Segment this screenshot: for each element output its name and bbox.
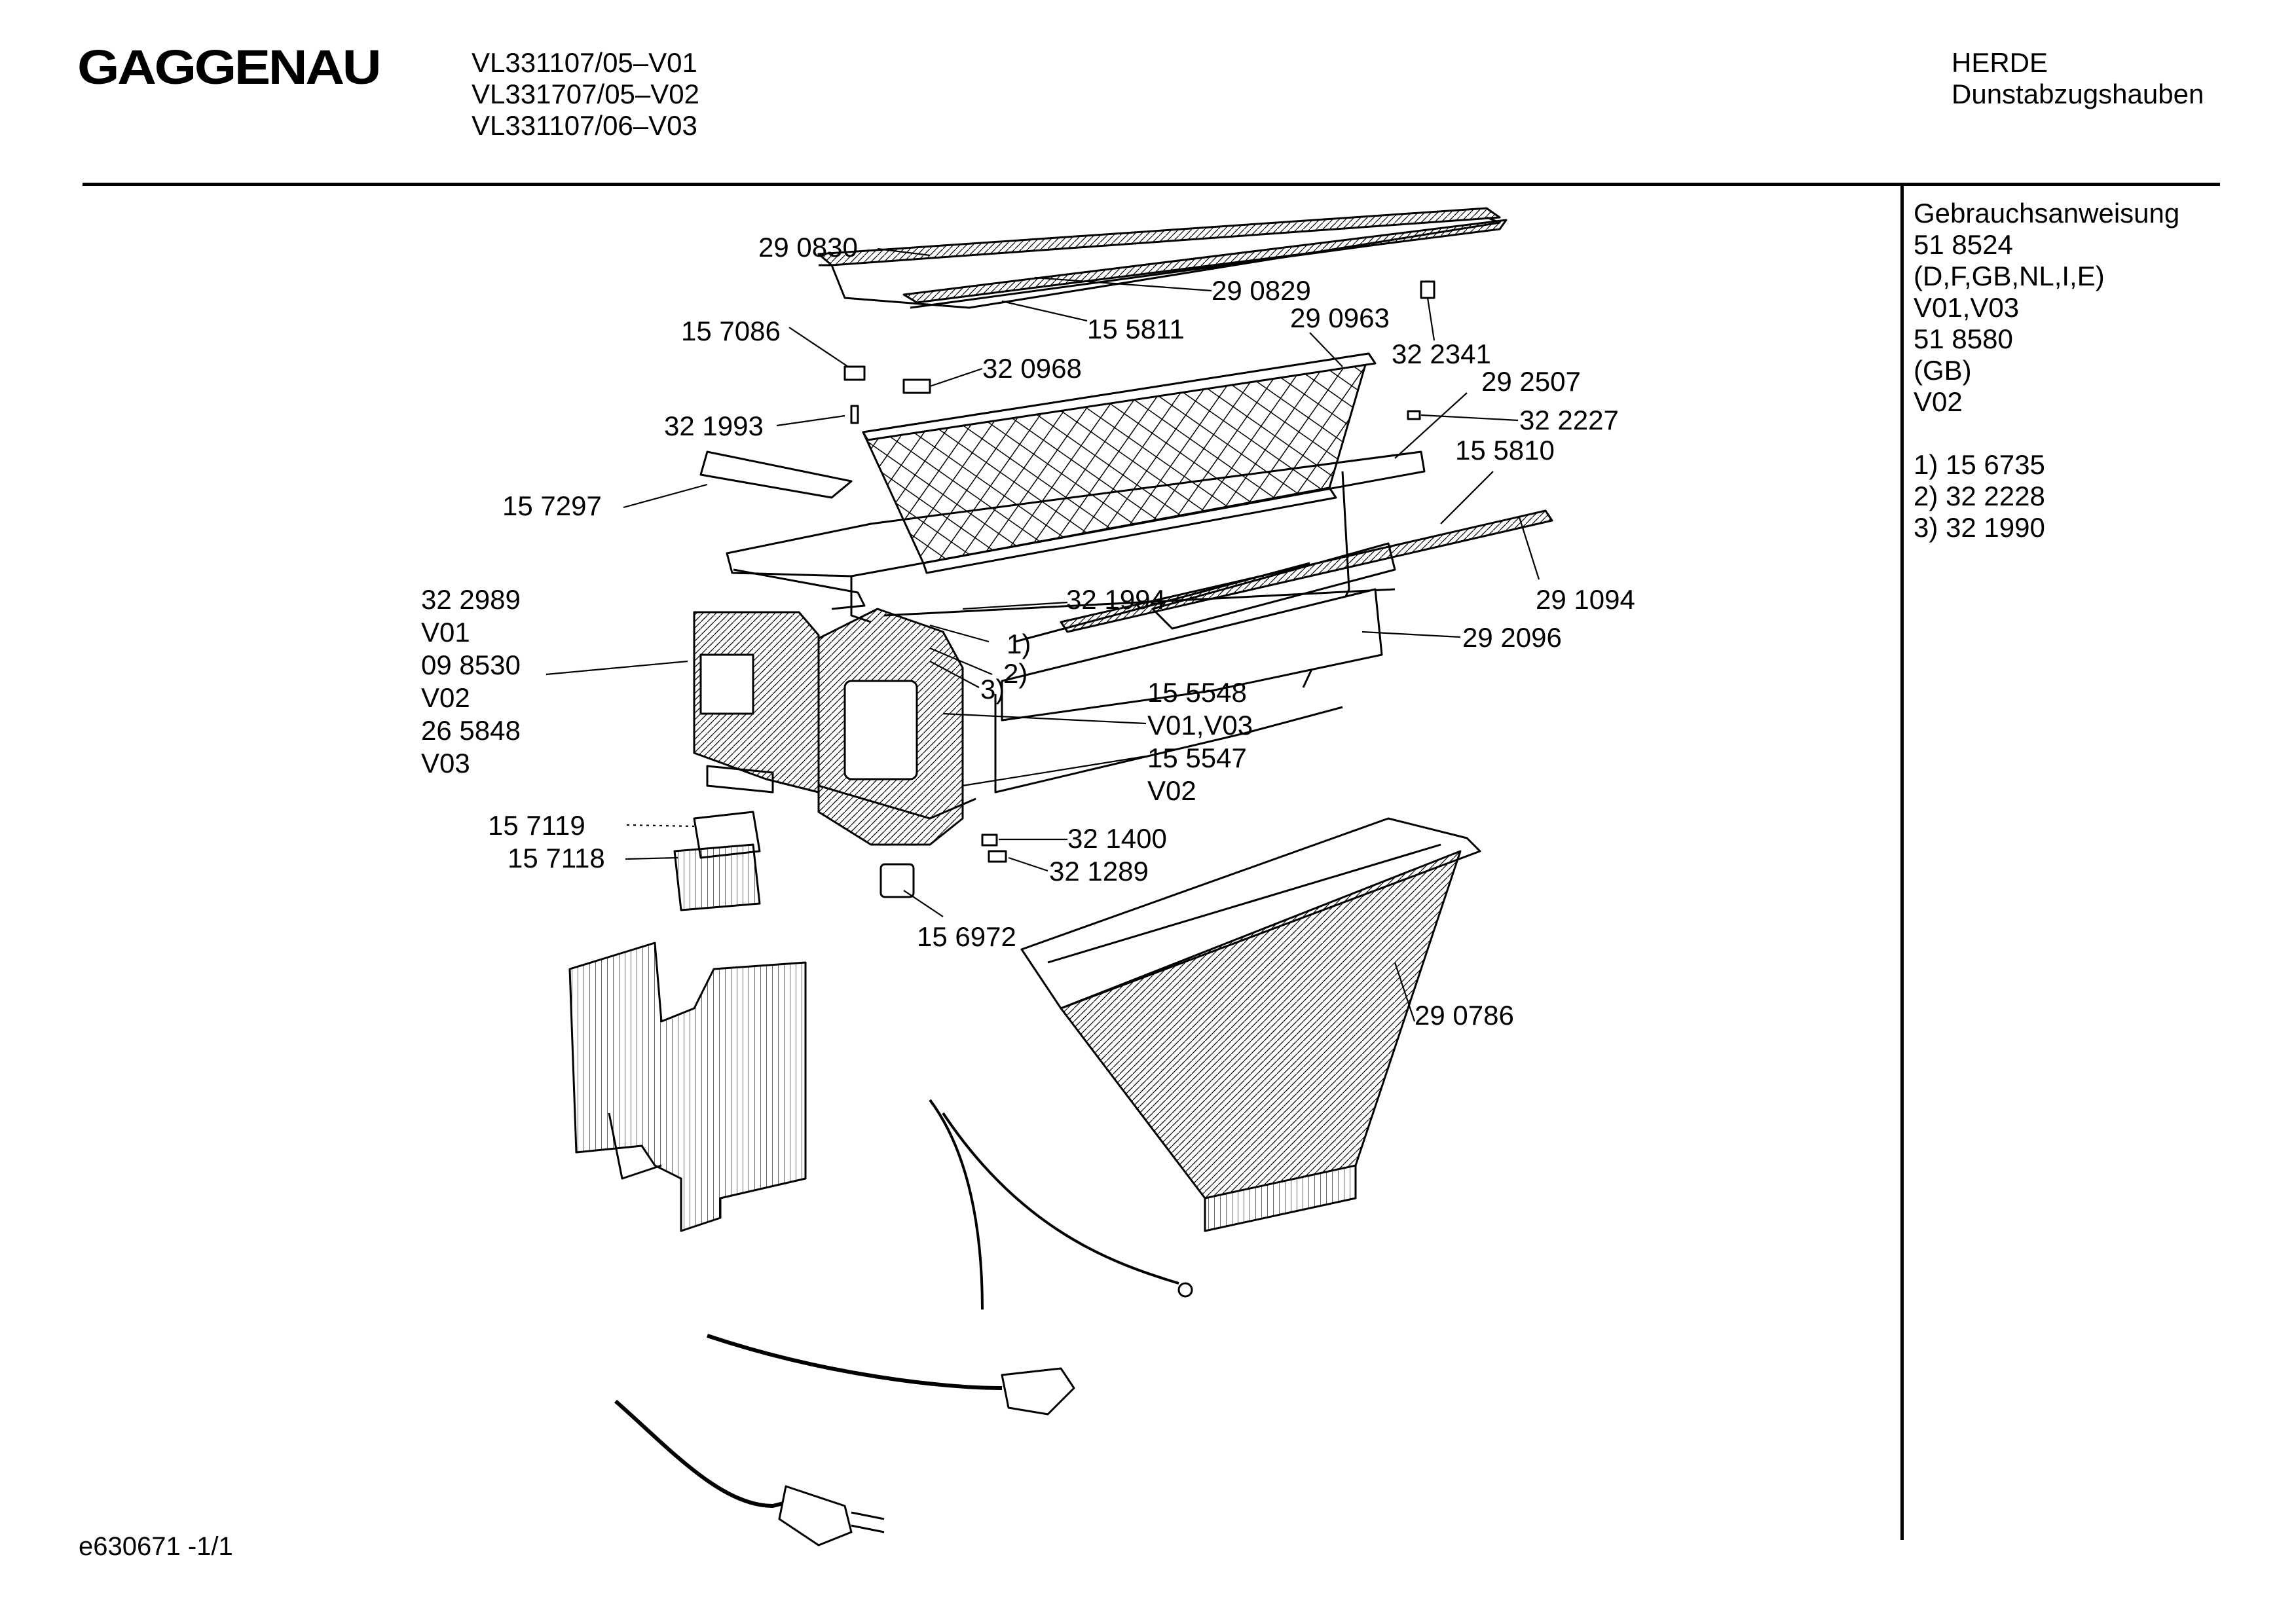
callout-label: 32 0968 — [982, 353, 1082, 384]
callout-label: 26 5848 — [421, 715, 521, 746]
callout-label: 32 1289 — [1049, 856, 1149, 887]
leader-line — [1426, 297, 1435, 341]
model-number: VL331107/05–V01 — [472, 47, 697, 78]
callout-label: 1) — [1007, 629, 1031, 659]
callout-label: 09 8530 — [421, 650, 521, 680]
model-number: VL331107/06–V03 — [472, 110, 697, 141]
leader-line — [1034, 276, 1212, 292]
callout-label: 15 6972 — [917, 921, 1016, 952]
cover-panel-shape — [817, 207, 1508, 309]
sidebar-line: (GB) — [1914, 355, 1972, 386]
sidebar-line: 3) 32 1990 — [1914, 512, 2045, 543]
callout-label: 32 2989 — [421, 584, 521, 615]
leader-line — [1001, 300, 1088, 322]
brand-logo: GAGGENAU — [77, 40, 382, 94]
callout-label: V02 — [421, 682, 470, 713]
leader-lines — [546, 247, 1540, 1022]
leader-line — [962, 601, 1068, 610]
callout-label: 15 5548 — [1147, 677, 1247, 708]
callout-label: 32 1994 — [1066, 584, 1166, 615]
callout-label: 29 0830 — [758, 232, 858, 263]
callout-label: 15 7297 — [502, 490, 602, 521]
category-subtitle: Dunstabzugshauben — [1952, 79, 2204, 109]
callout-label: 29 2096 — [1462, 622, 1562, 653]
leader-line — [623, 483, 708, 509]
header-divider — [83, 183, 2220, 186]
sidebar-line: Gebrauchsanweisung — [1914, 198, 2180, 229]
callout-label: V01,V03 — [1147, 710, 1253, 741]
cable-shape — [614, 1099, 1193, 1547]
leader-line — [776, 414, 845, 427]
model-number: VL331707/05–V02 — [472, 79, 699, 109]
leader-line — [1309, 332, 1343, 367]
callout-label: 32 1993 — [664, 411, 764, 441]
callout-label: 32 2341 — [1392, 339, 1491, 369]
leader-line — [1394, 392, 1468, 459]
relay-module-shape — [673, 811, 761, 911]
category-title: HERDE — [1952, 47, 2048, 78]
callout-label: 29 0963 — [1290, 302, 1390, 333]
callout-label: 3) — [980, 674, 1005, 705]
callout-label: 15 5811 — [1087, 314, 1185, 344]
sidebar-line: 51 8524 — [1914, 229, 2013, 260]
callout-label: V01 — [421, 617, 470, 648]
leader-line — [1361, 631, 1461, 638]
leader-line — [942, 712, 1147, 725]
callout-label: 29 0829 — [1212, 275, 1311, 306]
leader-line — [625, 856, 678, 860]
small-parts-shape — [699, 280, 1435, 898]
leader-line — [877, 247, 931, 257]
callout-label: 15 5810 — [1455, 435, 1555, 466]
model-list: VL331107/05–V01 VL331707/05–V02 VL331107… — [472, 47, 699, 141]
sidebar-notes: Gebrauchsanweisung 51 8524 (D,F,GB,NL,I,… — [1914, 198, 2179, 543]
exhaust-duct-shape — [1020, 817, 1481, 1232]
sidebar-line: V02 — [1914, 386, 1963, 417]
sidebar-line: 1) 15 6735 — [1914, 449, 2045, 480]
leader-line — [1008, 856, 1048, 872]
callout-label: 29 0786 — [1415, 1000, 1514, 1031]
sidebar-line: (D,F,GB,NL,I,E) — [1914, 261, 2105, 291]
callout-label: 15 7119 — [488, 810, 585, 841]
callout-label: V02 — [1147, 775, 1196, 806]
leader-line — [626, 824, 695, 828]
leader-line — [929, 624, 990, 643]
leader-line — [1518, 517, 1540, 580]
sidebar-line: 51 8580 — [1914, 323, 2013, 354]
callout-label: V03 — [421, 748, 470, 779]
leader-line — [903, 890, 944, 917]
callout-label: 2) — [1003, 658, 1028, 689]
leader-line — [546, 660, 688, 676]
sidebar-divider — [1900, 183, 1904, 1540]
callout-label: 29 1094 — [1536, 584, 1635, 615]
leader-line — [788, 327, 849, 367]
housing-frame-shape — [726, 450, 1553, 688]
leader-line — [962, 755, 1147, 787]
leader-line — [1420, 414, 1519, 422]
callout-label: 15 5547 — [1147, 742, 1247, 773]
motor-shape — [817, 608, 976, 846]
leader-line — [929, 661, 980, 688]
leader-line — [929, 367, 983, 388]
document-code: e630671 -1/1 — [79, 1532, 233, 1561]
callout-label: 15 7086 — [681, 316, 781, 346]
leader-line — [1440, 471, 1494, 524]
callout-label: 29 2507 — [1481, 366, 1581, 397]
sidebar-line: 2) 32 2228 — [1914, 481, 2045, 511]
callout-label: 32 2227 — [1519, 405, 1619, 435]
grease-filter-shape — [862, 352, 1377, 574]
back-plate-shape — [994, 588, 1383, 794]
callout-label: 32 1400 — [1067, 823, 1167, 854]
leader-line — [1394, 962, 1416, 1022]
callout-label: 15 7118 — [508, 843, 605, 873]
leader-line — [929, 647, 993, 676]
mounting-bracket-shape — [568, 942, 807, 1232]
transformer-shape — [693, 611, 820, 794]
sidebar-line: V01,V03 — [1914, 292, 2020, 323]
category-block: HERDE Dunstabzugshauben — [1952, 47, 2204, 110]
